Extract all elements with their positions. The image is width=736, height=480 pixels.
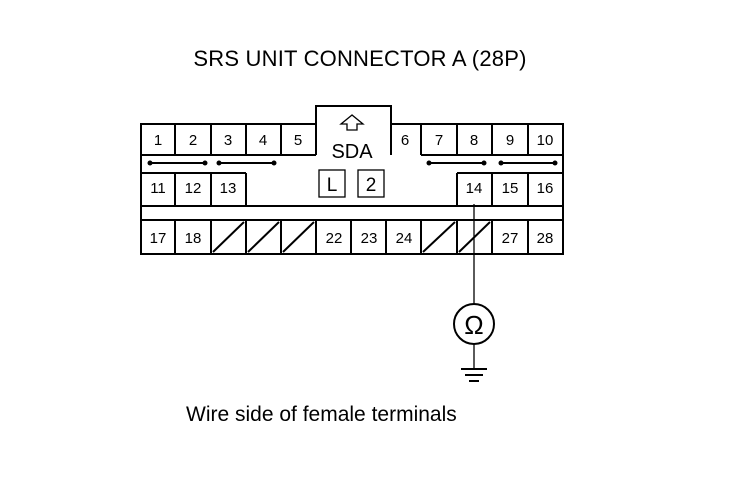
terminal-label: 28	[537, 230, 554, 247]
terminal-label: 4	[259, 132, 267, 149]
terminal-label: 23	[361, 230, 378, 247]
key-label: SDA	[331, 141, 373, 163]
terminal-label: 9	[506, 132, 514, 149]
terminal-label: 15	[502, 180, 519, 197]
terminal-label: 24	[396, 230, 413, 247]
terminal-label: 2	[189, 132, 197, 149]
short-bar-3-4	[216, 160, 277, 166]
terminal-label: 8	[470, 132, 478, 149]
terminal-label: 10	[537, 132, 554, 149]
arrow-up-icon	[339, 114, 365, 131]
terminal-label: 6	[401, 132, 409, 149]
lock-box-label: L	[327, 175, 338, 196]
terminal-label: 18	[185, 230, 202, 247]
index-box	[357, 169, 385, 198]
terminal-label: 3	[224, 132, 232, 149]
terminal-label: 12	[185, 180, 202, 197]
terminal-label: 22	[326, 230, 343, 247]
ground-icon	[461, 368, 487, 382]
terminal-label: 27	[502, 230, 519, 247]
short-bar-9-10	[498, 160, 558, 166]
terminal-label: 17	[150, 230, 167, 247]
unused-cavity-marks	[212, 221, 491, 253]
terminal-label: 11	[150, 180, 166, 197]
terminal-label: 14	[466, 180, 483, 197]
terminal-label: 1	[154, 132, 162, 149]
terminal-label: 7	[435, 132, 443, 149]
short-bar-1-2	[147, 160, 208, 166]
diagram-title: SRS UNIT CONNECTOR A (28P)	[193, 46, 527, 71]
terminal-label: 5	[294, 132, 302, 149]
terminal-label: 13	[220, 180, 237, 197]
terminal-label: 16	[537, 180, 554, 197]
lock-box	[318, 169, 346, 198]
diagram-caption: Wire side of female terminals	[186, 403, 457, 426]
short-bar-7-8	[426, 160, 487, 166]
ohm-icon: Ω	[464, 310, 483, 340]
index-box-label: 2	[366, 175, 377, 196]
